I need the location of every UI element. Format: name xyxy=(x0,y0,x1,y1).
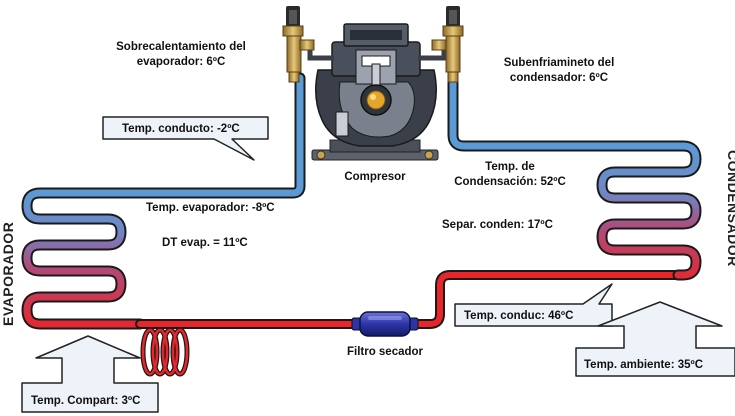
evaporator-superheat-line2: evaporador: 6ºC xyxy=(136,56,226,68)
condenser-side-label: CONDENSADOR xyxy=(725,150,735,267)
discharge-service-valve xyxy=(431,6,464,83)
evaporator-temp-label: Temp. evaporador: -8ºC xyxy=(146,202,275,214)
callout-liquid-temp-text: Temp. conduc: 46ºC xyxy=(464,310,573,322)
callout-ambient-temp: Temp. ambiente: 35ºC xyxy=(575,301,735,377)
condenser-split-label: Separ. conden: 17ºC xyxy=(442,219,553,231)
evaporator-dt-label: DT evap. = 11ºC xyxy=(162,237,248,249)
suction-service-valve xyxy=(282,6,315,83)
condenser-subcooling-label: Subenfriamineto del condensador: 6ºC xyxy=(484,56,634,86)
callout-compartment-temp-text: Temp. Compart: 3ºC xyxy=(31,395,140,407)
condensing-temp-line2: Condensación: 52ºC xyxy=(454,176,566,188)
compressor xyxy=(307,23,447,161)
evaporator-superheat-line1: Sobrecalentamiento del xyxy=(116,41,246,53)
callout-ambient-temp-text: Temp. ambiente: 35ºC xyxy=(584,359,703,371)
callout-compartment-temp: Temp. Compart: 3ºC xyxy=(21,335,159,413)
condenser-subcooling-line1: Subenfriamineto del xyxy=(503,57,615,69)
callout-pipe-temp-text: Temp. conducto: -2ºC xyxy=(122,123,240,135)
capillary-coils xyxy=(140,327,190,377)
condenser-coil xyxy=(447,72,702,281)
condenser-subcooling-line2: condensador: 6ºC xyxy=(509,72,609,84)
compressor-label: Compresor xyxy=(344,171,406,183)
filter-drier-label: Filtro secador xyxy=(346,346,424,358)
callout-liquid-temp: Temp. conduc: 46ºC xyxy=(454,283,613,327)
evaporator-superheat-label: Sobrecalentamiento del evaporador: 6ºC xyxy=(96,40,266,70)
evaporator-side-label: EVAPORADOR xyxy=(0,222,16,326)
evaporator-coil xyxy=(21,72,306,330)
condensing-temp-line1: Temp. de xyxy=(485,161,535,173)
condensing-temp-label: Temp. de Condensación: 52ºC xyxy=(440,160,580,190)
filter-drier xyxy=(351,311,419,337)
liquid-line xyxy=(135,270,683,329)
callout-pipe-temp: Temp. conducto: -2ºC xyxy=(102,116,269,161)
